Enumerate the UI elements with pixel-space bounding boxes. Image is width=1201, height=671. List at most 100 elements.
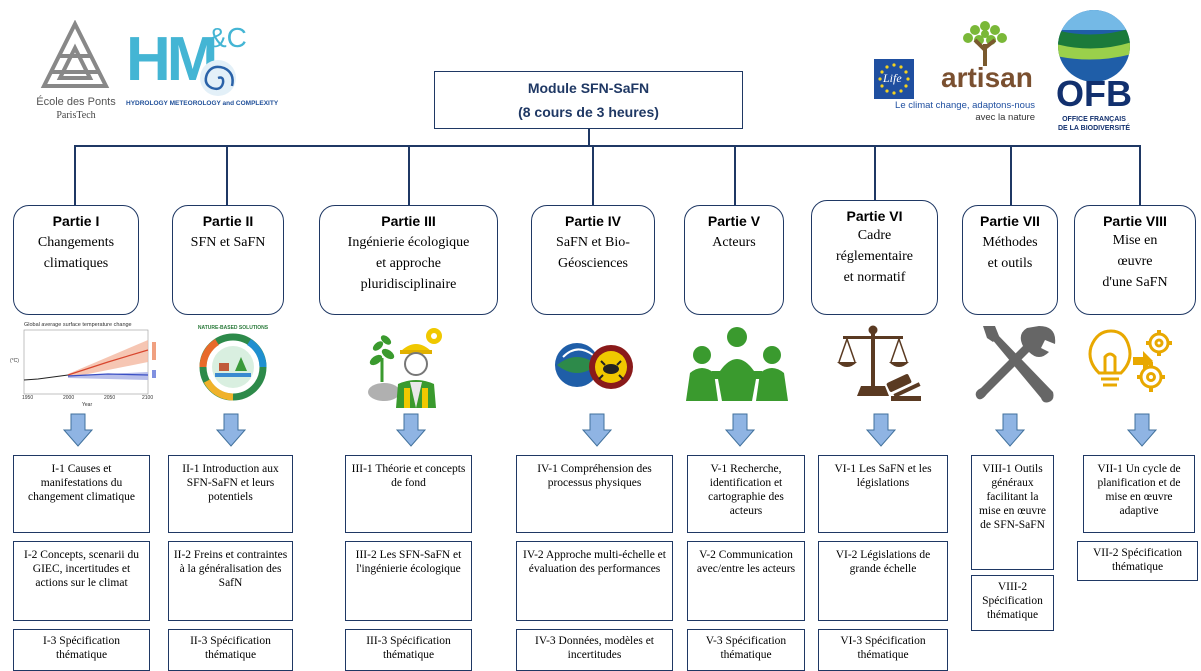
- connector-drop: [1010, 145, 1012, 205]
- down-arrow-icon: [581, 413, 613, 452]
- temperature-chart-icon: Global average surface temperature chang…: [8, 322, 166, 410]
- part-subtitle-line: Changements: [37, 235, 115, 250]
- part-box-4: Partie IV SaFN et Bio- Géosciences: [531, 205, 655, 315]
- course-box: I-2 Concepts, scenarii du GIEC, incertit…: [13, 541, 150, 621]
- course-box: VI-3 Spécification thématique: [818, 629, 948, 671]
- course-box: IV-2 Approche multi-échelle et évaluatio…: [516, 541, 673, 621]
- connector-vertical: [588, 129, 590, 146]
- chart-tick-x: 2100: [142, 395, 154, 401]
- ofb-emblem-icon: [1058, 10, 1130, 82]
- course-box: VI-1 Les SaFN et les législations: [818, 455, 948, 533]
- eu-stars-icon: [878, 63, 910, 95]
- part-subtitle-line: pluridisciplinaire: [360, 277, 457, 292]
- hmco-amp: &C: [208, 22, 247, 53]
- course-box: V-3 Spécification thématique: [687, 629, 805, 671]
- chart-title: Global average surface temperature chang…: [24, 322, 132, 328]
- course-box: III-3 Spécification thématique: [345, 629, 472, 671]
- connector-drop: [226, 145, 228, 205]
- connector-drop: [1139, 145, 1141, 205]
- part-title: Partie VII: [980, 213, 1040, 229]
- life-logo: Life: [874, 59, 914, 99]
- chart-tick-x: 2050: [104, 395, 116, 401]
- part-subtitle-line: réglementaire: [836, 249, 913, 264]
- down-arrow-icon: [395, 413, 427, 452]
- down-arrow-icon: [62, 413, 94, 452]
- actors-icon: [682, 325, 792, 401]
- part-title: Partie II: [202, 213, 254, 229]
- course-box: VI-2 Législations de grande échelle: [818, 541, 948, 621]
- course-box: VIII-1 Outils généraux facilitant la mis…: [971, 455, 1054, 570]
- part-subtitle-line: climatiques: [43, 256, 109, 271]
- enpc-logo: École des Ponts ParisTech: [26, 20, 126, 125]
- nbs-label: NATURE-BASED SOLUTIONS: [197, 325, 269, 331]
- chart-ylabel: (°C): [10, 358, 19, 364]
- course-box: III-1 Théorie et concepts de fond: [345, 455, 472, 533]
- part-subtitle-line: SFN et SaFN: [190, 235, 266, 250]
- module-title: Module SFN-SaFN: [527, 80, 650, 96]
- enpc-sub: ParisTech: [56, 110, 96, 121]
- tree-icon: [963, 21, 1007, 66]
- module-title-box: Module SFN-SaFN (8 cours de 3 heures): [434, 71, 743, 129]
- course-box: VIII-2 Spécification thématique: [971, 575, 1054, 631]
- bulb-gears-icon: [1085, 325, 1175, 399]
- part-subtitle-line: Méthodes: [982, 235, 1038, 250]
- part-box-8: Partie VIII Mise en œuvre d'une SaFN: [1074, 205, 1196, 315]
- biogeosciences-icon: [553, 335, 639, 395]
- connector-drop: [874, 145, 876, 205]
- part-title: Partie VIII: [1103, 213, 1167, 229]
- artisan-tagline-1: Le climat change, adaptons-nous: [895, 100, 1035, 111]
- part-box-1: Partie I Changements climatiques: [13, 205, 139, 315]
- down-arrow-icon: [1126, 413, 1158, 452]
- hmco-logo: HM &C HYDROLOGY METEOROLOGY and COMPLEXI…: [126, 22, 278, 120]
- scales-gavel-icon: [833, 322, 923, 404]
- part-subtitle-line: et normatif: [843, 270, 906, 285]
- artisan-logo: artisan Le climat change, adaptons-nous …: [895, 18, 1035, 128]
- enpc-name: École des Ponts: [36, 96, 116, 108]
- part-box-6: Partie VI Cadre réglementaire et normati…: [811, 200, 938, 315]
- connector-drop: [408, 145, 410, 205]
- part-box-2: Partie II SFN et SaFN: [172, 205, 284, 315]
- ecological-engineer-icon: [366, 322, 450, 408]
- ofb-name: OFB: [1056, 73, 1132, 114]
- course-box: V-2 Communication avec/entre les acteurs: [687, 541, 805, 621]
- ofb-logo: OFB OFFICE FRANÇAIS DE LA BIODIVERSITÉ: [1046, 8, 1142, 138]
- part-box-5: Partie V Acteurs: [684, 205, 784, 315]
- part-subtitle-line: Mise en: [1112, 233, 1158, 248]
- part-title: Partie IV: [564, 213, 622, 229]
- part-title: Partie V: [707, 213, 761, 229]
- chart-tick-x: 2000: [63, 395, 75, 401]
- part-subtitle-line: et outils: [987, 256, 1033, 271]
- course-box: IV-1 Compréhension des processus physiqu…: [516, 455, 673, 533]
- module-subtitle: (8 cours de 3 heures): [518, 104, 659, 120]
- artisan-tagline-2: avec la nature: [975, 112, 1035, 123]
- enpc-triangle-icon: [40, 20, 110, 88]
- ofb-line-2: DE LA BIODIVERSITÉ: [1057, 125, 1131, 132]
- spiral-icon: [200, 60, 236, 96]
- chart-xlabel: Year: [82, 402, 93, 408]
- part-title: Partie VI: [846, 208, 903, 224]
- ofb-line-1: OFFICE FRANÇAIS: [1062, 116, 1126, 123]
- connector-drop: [74, 145, 76, 205]
- part-subtitle-line: Géosciences: [558, 256, 628, 271]
- connector-drop: [592, 145, 594, 205]
- part-subtitle-line: SaFN et Bio-: [556, 235, 630, 250]
- down-arrow-icon: [994, 413, 1026, 452]
- course-box: III-2 Les SFN-SaFN et l'ingénierie écolo…: [345, 541, 472, 621]
- part-subtitle-line: d'une SaFN: [1102, 275, 1168, 290]
- course-box: I-1 Causes et manifestations du changeme…: [13, 455, 150, 533]
- down-arrow-icon: [865, 413, 897, 452]
- part-box-7: Partie VII Méthodes et outils: [962, 205, 1058, 315]
- life-label: Life: [883, 71, 902, 85]
- course-box: I-3 Spécification thématique: [13, 629, 150, 671]
- part-title: Partie I: [52, 213, 100, 229]
- course-box: II-2 Freins et contraintes à la générali…: [168, 541, 293, 621]
- part-box-3: Partie III Ingénierie écologique et appr…: [319, 205, 498, 315]
- course-box: IV-3 Données, modèles et incertitudes: [516, 629, 673, 671]
- part-subtitle-line: Cadre: [857, 228, 892, 243]
- tools-icon: [973, 322, 1059, 406]
- part-subtitle-line: Acteurs: [712, 235, 756, 250]
- course-box: II-1 Introduction aux SFN-SaFN et leurs …: [168, 455, 293, 533]
- part-subtitle-line: Ingénierie écologique: [347, 235, 470, 250]
- part-subtitle-line: œuvre: [1117, 254, 1153, 269]
- down-arrow-icon: [724, 413, 756, 452]
